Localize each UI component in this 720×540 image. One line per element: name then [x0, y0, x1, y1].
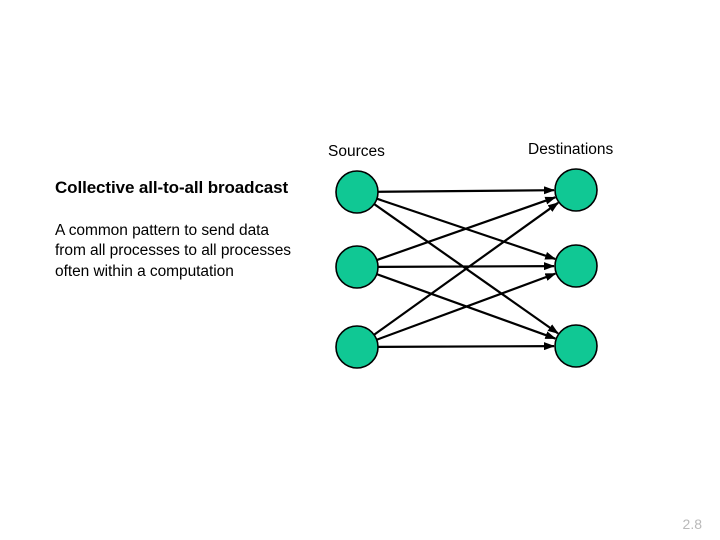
page-title: Collective all-to-all broadcast	[55, 178, 289, 197]
nodes-group	[335, 168, 598, 369]
edge-arrow	[376, 196, 557, 262]
source-node-3[interactable]	[335, 325, 379, 369]
edges-group	[373, 186, 559, 351]
text-column: Collective all-to-all broadcast A common…	[55, 178, 300, 283]
destination-node-1[interactable]	[554, 168, 598, 212]
diagram-svg: Sources Destinations	[328, 141, 614, 369]
destination-node-2[interactable]	[554, 244, 598, 288]
page-number: 2.8	[682, 516, 702, 532]
edge-arrow	[373, 201, 559, 336]
destination-node-3[interactable]	[554, 324, 598, 368]
edge-arrow	[376, 272, 557, 341]
source-node-1[interactable]	[335, 170, 379, 214]
source-node-2[interactable]	[335, 245, 379, 289]
destinations-label: Destinations	[528, 141, 614, 158]
edge-arrow	[377, 262, 555, 271]
slide-body-text: A common pattern to send data from all p…	[55, 221, 292, 280]
edge-arrow	[377, 342, 555, 351]
edge-arrow	[377, 186, 555, 195]
all-to-all-diagram: Sources Destinations	[300, 125, 700, 390]
sources-label: Sources	[328, 143, 385, 160]
